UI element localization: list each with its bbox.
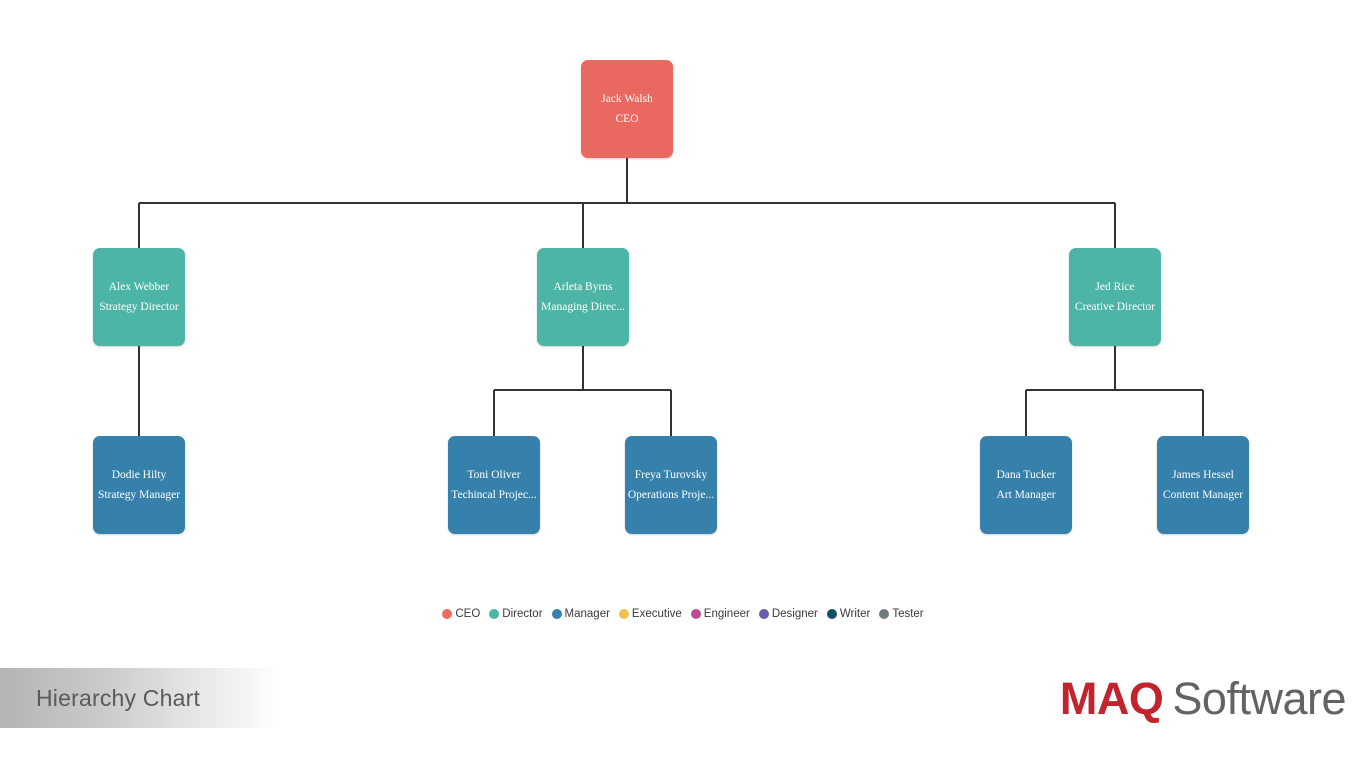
legend-label: Engineer bbox=[703, 608, 750, 620]
node-title: CEO bbox=[615, 113, 639, 125]
legend-label: Designer bbox=[771, 608, 818, 620]
node-name: Arleta Byrns bbox=[553, 281, 613, 293]
node-title: Strategy Manager bbox=[97, 489, 181, 501]
node-name: Jack Walsh bbox=[601, 93, 653, 105]
legend-item-writer[interactable]: Writer bbox=[826, 607, 871, 621]
node-title: Operations Proje... bbox=[627, 489, 715, 501]
node-operations-project-manager[interactable]: Freya Turovsky Operations Proje... bbox=[625, 436, 717, 534]
maq-software-logo: MAQ Software bbox=[1059, 670, 1347, 728]
connector-lines bbox=[138, 158, 1204, 436]
legend-dot-icon bbox=[489, 609, 500, 619]
legend-label: CEO bbox=[455, 608, 481, 620]
node-strategy-manager[interactable]: Dodie Hilty Strategy Manager bbox=[93, 436, 185, 534]
node-creative-director[interactable]: Jed Rice Creative Director bbox=[1069, 248, 1161, 346]
legend-dot-icon bbox=[618, 609, 629, 619]
chart-legend: CEO Director Manager Executive Engineer … bbox=[0, 607, 1366, 621]
footer-gradient-band bbox=[0, 668, 280, 728]
node-title: Art Manager bbox=[996, 489, 1056, 501]
node-strategy-director[interactable]: Alex Webber Strategy Director bbox=[93, 248, 185, 346]
node-art-manager[interactable]: Dana Tucker Art Manager bbox=[980, 436, 1072, 534]
legend-label: Writer bbox=[839, 608, 871, 620]
node-name: Freya Turovsky bbox=[634, 469, 708, 481]
node-name: James Hessel bbox=[1172, 469, 1234, 481]
legend-dot-icon bbox=[879, 609, 890, 619]
node-title: Content Manager bbox=[1162, 489, 1244, 501]
legend-dot-icon bbox=[551, 609, 562, 619]
node-name: Jed Rice bbox=[1095, 281, 1135, 293]
legend-label: Director bbox=[502, 608, 543, 620]
legend-item-engineer[interactable]: Engineer bbox=[690, 607, 750, 621]
node-content-manager[interactable]: James Hessel Content Manager bbox=[1157, 436, 1249, 534]
brand-name-secondary: Software bbox=[1172, 673, 1346, 724]
hierarchy-chart-canvas: Jack Walsh CEO Alex Webber Strategy Dire… bbox=[0, 60, 1366, 621]
footer: Hierarchy Chart MAQ Software bbox=[0, 668, 1366, 768]
node-technical-project-manager[interactable]: Toni Oliver Techincal Projec... bbox=[448, 436, 540, 534]
node-title: Managing Direc... bbox=[541, 301, 625, 313]
legend-item-manager[interactable]: Manager bbox=[551, 607, 610, 621]
legend-dot-icon bbox=[826, 609, 837, 619]
legend-label: Tester bbox=[892, 608, 924, 620]
node-title: Techincal Projec... bbox=[451, 489, 537, 501]
node-ceo[interactable]: Jack Walsh CEO bbox=[581, 60, 673, 158]
node-name: Dodie Hilty bbox=[111, 469, 167, 481]
node-name: Alex Webber bbox=[108, 281, 170, 293]
node-managing-director[interactable]: Arleta Byrns Managing Direc... bbox=[537, 248, 629, 346]
legend-item-designer[interactable]: Designer bbox=[758, 607, 818, 621]
legend-label: Manager bbox=[564, 608, 610, 620]
legend-item-ceo[interactable]: CEO bbox=[442, 607, 480, 621]
legend-dot-icon bbox=[690, 609, 701, 619]
node-title: Creative Director bbox=[1074, 301, 1156, 313]
legend-item-executive[interactable]: Executive bbox=[618, 607, 682, 621]
legend-item-tester[interactable]: Tester bbox=[879, 607, 924, 621]
page-title: Hierarchy Chart bbox=[36, 684, 201, 711]
node-name: Dana Tucker bbox=[996, 469, 1056, 481]
node-title: Strategy Director bbox=[99, 301, 179, 313]
legend-dot-icon bbox=[442, 609, 453, 619]
node-name: Toni Oliver bbox=[467, 469, 521, 481]
brand-name-primary: MAQ bbox=[1059, 673, 1164, 724]
legend-label: Executive bbox=[631, 608, 682, 620]
legend-item-director[interactable]: Director bbox=[489, 607, 543, 621]
legend-dot-icon bbox=[758, 609, 769, 619]
